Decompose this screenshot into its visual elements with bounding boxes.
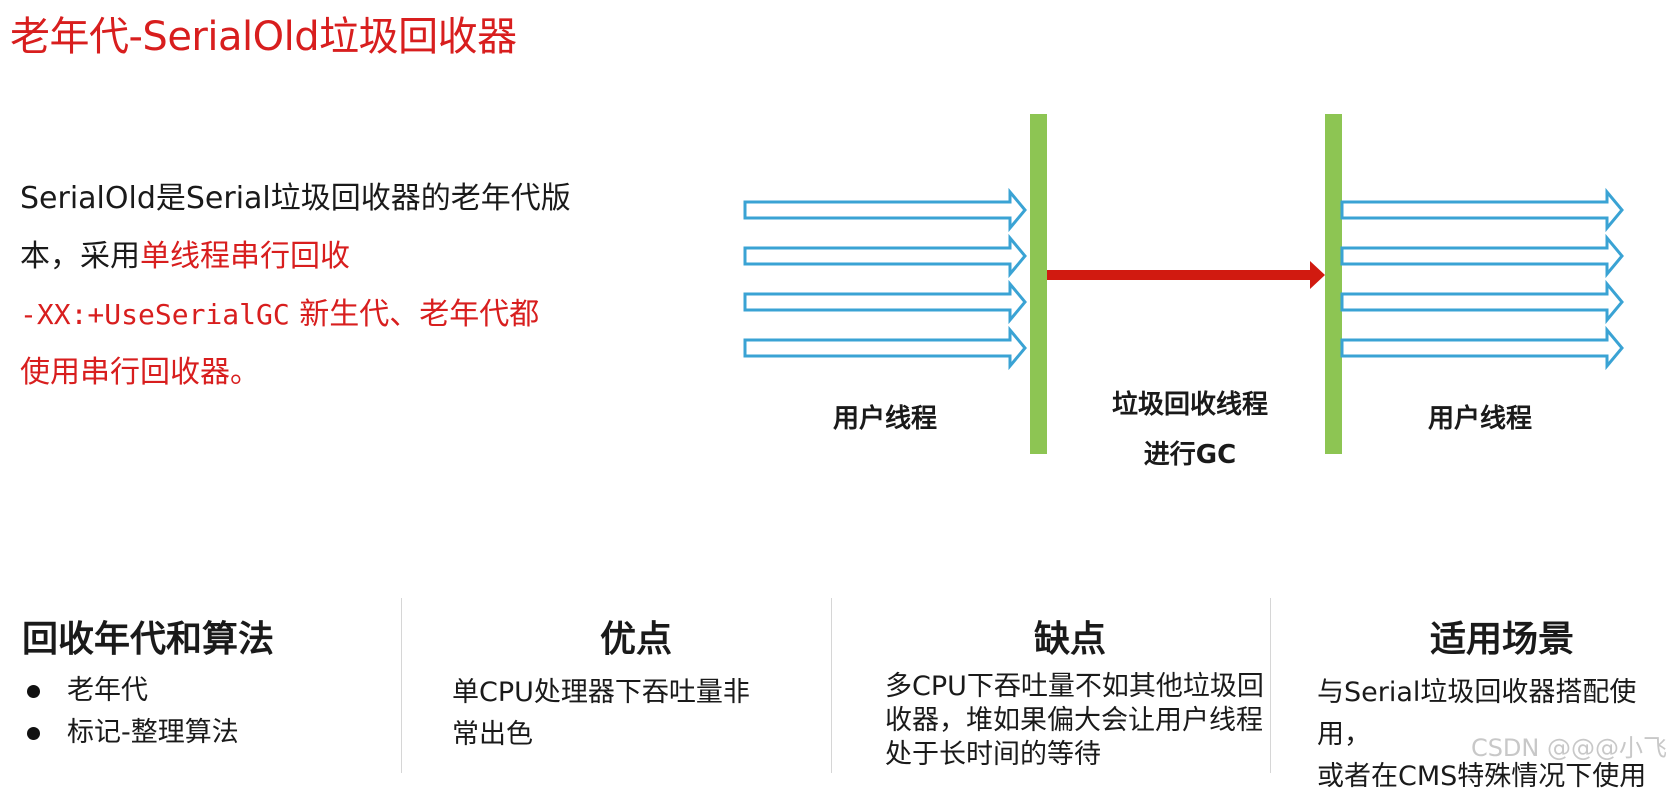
gc-end-barrier: [1325, 114, 1342, 454]
user-thread-label-right: 用户线程: [1427, 404, 1532, 434]
thread-arrow-left-4: [743, 325, 1027, 371]
description-line-2: 本，采用单线程串行回收: [20, 228, 620, 286]
watermark: CSDN @@@小飞: [1470, 734, 1667, 762]
gc-thread-arrow: [1047, 261, 1325, 289]
list-item: 标记-整理算法: [22, 712, 239, 754]
bullet-icon: [27, 685, 40, 698]
thread-arrow-right-1: [1340, 187, 1624, 233]
column-heading-use-cases: 适用场景: [1430, 619, 1575, 660]
description-highlight: 单线程串行回收: [140, 239, 350, 274]
thread-arrow-right-2: [1340, 233, 1624, 279]
column-divider: [401, 598, 402, 773]
left-thread-arrows: [743, 187, 1027, 371]
disadvantages-text: 多CPU下吞吐量不如其他垃圾回 收器，堆如果偏大会让用户线程 处于长时间的等待: [885, 671, 1264, 770]
description-line-3-text: 新生代、老年代都: [289, 297, 540, 332]
thread-arrow-left-3: [743, 279, 1027, 325]
thread-arrow-right-4: [1340, 325, 1624, 371]
right-thread-arrows: [1340, 187, 1624, 371]
column-heading-disadvantages: 缺点: [1034, 619, 1107, 660]
description-line-4: 使用串行回收器。: [20, 355, 260, 390]
column-divider: [1270, 598, 1271, 773]
gc-thread-label: 垃圾回收线程 进行GC: [1090, 380, 1290, 480]
advantages-text: 单CPU处理器下吞吐量非 常出色: [452, 677, 750, 750]
thread-arrow-left-2: [743, 233, 1027, 279]
column-heading-generation: 回收年代和算法: [22, 619, 275, 660]
gc-start-barrier: [1030, 114, 1047, 454]
description-line-3: -XX:+UseSerialGC 新生代、老年代都: [20, 286, 620, 344]
description-line-1: SerialOld是Serial垃圾回收器的老年代版: [20, 181, 571, 216]
page-title: 老年代-SerialOld垃圾回收器: [10, 14, 517, 60]
column-heading-advantages: 优点: [600, 619, 673, 660]
jvm-flag: -XX:+UseSerialGC: [20, 298, 290, 331]
thread-arrow-left-1: [743, 187, 1027, 233]
bullet-icon: [27, 727, 40, 740]
thread-arrow-right-3: [1340, 279, 1624, 325]
gc-thread-label-line-2: 进行GC: [1143, 440, 1237, 470]
description-line-2-prefix: 本，采用: [20, 239, 140, 274]
description: SerialOld是Serial垃圾回收器的老年代版 本，采用单线程串行回收 -…: [20, 170, 620, 402]
user-thread-label-left: 用户线程: [832, 404, 937, 434]
gc-thread-label-line-1: 垃圾回收线程: [1111, 390, 1268, 420]
column-divider: [831, 598, 832, 773]
generation-list: 老年代 标记-整理算法: [22, 670, 239, 754]
list-item: 老年代: [22, 670, 239, 712]
gc-diagram: [743, 114, 1624, 454]
